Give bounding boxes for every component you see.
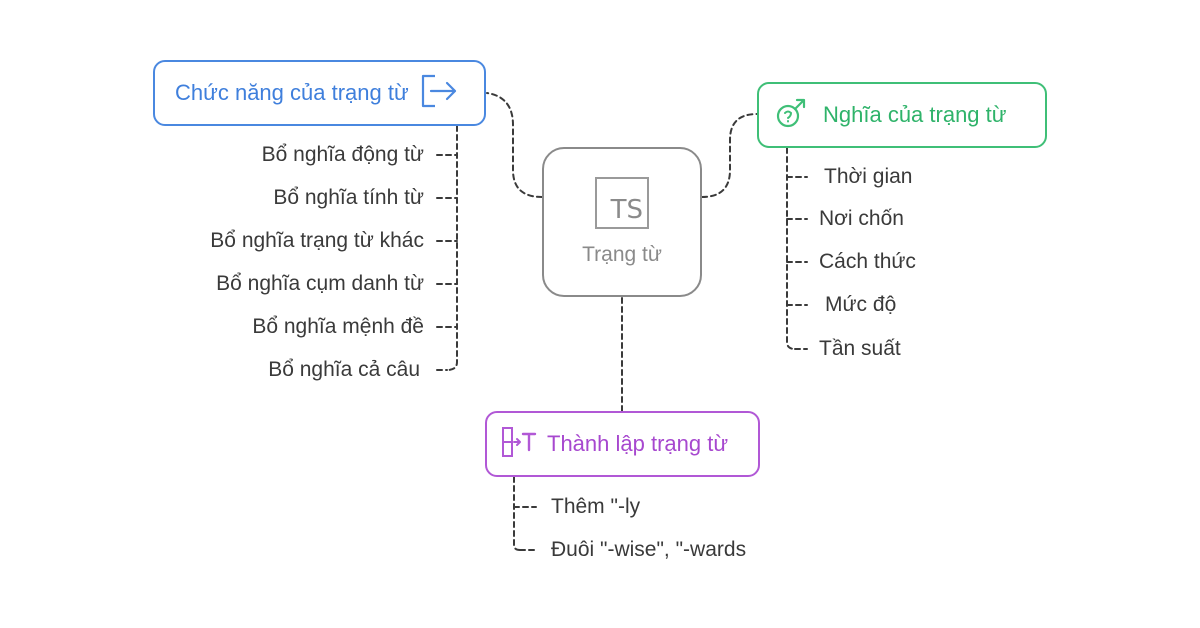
meaning-item: Thời gian <box>824 165 913 188</box>
function-item: Bổ nghĩa trạng từ khác <box>210 229 424 252</box>
center-label: Trạng từ <box>582 243 662 266</box>
function-item: Bổ nghĩa mệnh đề <box>252 315 424 338</box>
function-item: Bổ nghĩa tính từ <box>273 186 424 209</box>
meaning-item: Cách thức <box>819 250 916 273</box>
formation-item: Thêm "-ly <box>551 495 641 518</box>
meaning-node[interactable]: Nghĩa của trạng từ <box>757 82 1047 148</box>
meaning-item: Nơi chốn <box>819 207 904 230</box>
center-node[interactable]: TS Trạng từ <box>542 147 702 297</box>
function-title: Chức năng của trạng từ <box>175 80 409 105</box>
function-tree-spine <box>446 125 458 371</box>
meaning-item: Mức độ <box>825 293 897 316</box>
connector-center-function <box>486 92 543 198</box>
function-item: Bổ nghĩa động từ <box>261 143 424 166</box>
meaning-title: Nghĩa của trạng từ <box>823 102 1007 127</box>
formation-tree-spine <box>513 476 521 551</box>
exit-arrow-icon <box>419 73 459 114</box>
formation-node[interactable]: Thành lập trạng từ <box>485 411 760 477</box>
function-item: Bổ nghĩa cụm danh từ <box>216 272 424 295</box>
text-ts-icon: TS <box>595 177 649 229</box>
gender-symbol-icon <box>775 96 809 135</box>
meaning-tree-spine <box>786 147 796 350</box>
meaning-item: Tần suất <box>819 337 901 360</box>
transform-text-icon <box>501 425 537 464</box>
formation-title: Thành lập trạng từ <box>547 431 729 456</box>
function-node[interactable]: Chức năng của trạng từ <box>153 60 486 126</box>
formation-item: Đuôi "-wise", "-wards <box>551 538 747 561</box>
function-item: Bổ nghĩa cả câu <box>268 358 420 381</box>
connector-center-meaning <box>701 113 758 198</box>
